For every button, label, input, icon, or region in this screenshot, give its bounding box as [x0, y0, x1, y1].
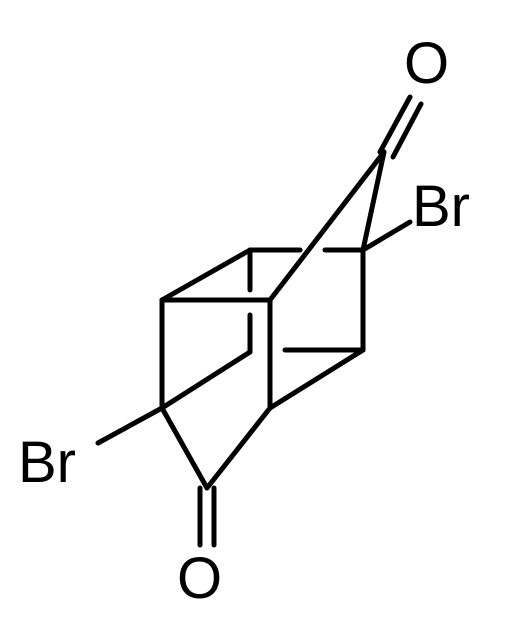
bond-c-br-left: [95, 405, 165, 446]
bond-topcarbon-to-cmid: [267, 149, 387, 303]
bond-cleft-to-bottomcarbon: [159, 405, 210, 491]
atom-label-bromine-left: Br: [18, 430, 76, 495]
bond-cage-lower-left: [159, 349, 253, 411]
bond-cmid-to-bottomcarbon: [204, 405, 273, 491]
bond-topcarbon-to-ctr: [360, 149, 387, 253]
bond-top-carbonyl-a: [377, 94, 413, 155]
bond-cage-lower-right: [267, 347, 366, 411]
atom-label-oxygen-top: O: [404, 31, 449, 96]
bond-c-br-right: [360, 219, 413, 253]
bond-top-carbonyl-b: [390, 101, 424, 160]
atom-label-oxygen-bottom: O: [177, 546, 222, 611]
bond-cage-top-left: [159, 247, 253, 303]
atom-label-bromine-right: Br: [412, 174, 470, 239]
